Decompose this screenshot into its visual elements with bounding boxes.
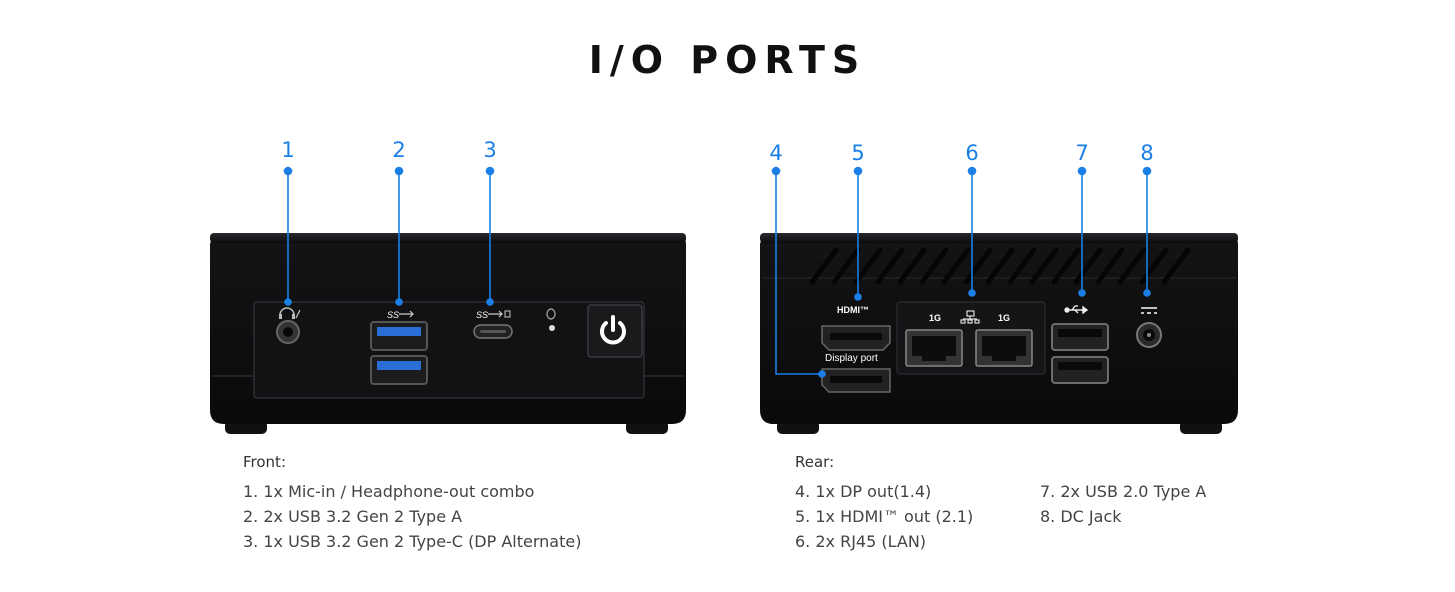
- lan-speed-label: 1G: [998, 313, 1010, 323]
- status-led: [549, 325, 555, 331]
- usb-superspeed-icon: SS: [476, 310, 511, 320]
- dc-power-icon: [1141, 307, 1157, 314]
- list-item: 6. 2x RJ45 (LAN): [795, 532, 927, 551]
- hdmi-label: HDMI™: [837, 305, 869, 315]
- rj45-port: [905, 329, 963, 367]
- rj45-port: [975, 329, 1033, 367]
- callout-4: 4: [769, 141, 783, 165]
- callout-3: 3: [483, 138, 497, 162]
- lan-speed-label: 1G: [929, 313, 941, 323]
- callout-2: 2: [392, 138, 406, 162]
- callout-6: 6: [965, 141, 979, 165]
- power-button: [587, 304, 643, 358]
- list-item: 3. 1x USB 3.2 Gen 2 Type-C (DP Alternate…: [243, 532, 582, 551]
- front-port-list: 1. 1x Mic-in / Headphone-out combo 2. 2x…: [243, 479, 581, 554]
- list-item: 8. DC Jack: [1040, 507, 1122, 526]
- page-title: I/O PORTS: [588, 38, 867, 82]
- power-icon: [600, 315, 626, 345]
- callout-1: 1: [281, 138, 295, 162]
- display-port-label: Display port: [825, 353, 878, 364]
- list-item: 2. 2x USB 3.2 Gen 2 Type A: [243, 507, 463, 526]
- front-panel: [253, 301, 645, 399]
- list-item: 1. 1x Mic-in / Headphone-out combo: [243, 482, 535, 501]
- network-icon: [960, 310, 980, 324]
- svg-text:SS: SS: [476, 310, 488, 320]
- callout-7: 7: [1075, 141, 1089, 165]
- list-item: 5. 1x HDMI™ out (2.1): [795, 507, 974, 526]
- svg-text:SS: SS: [387, 310, 399, 320]
- rear-port-list-col2: 7. 2x USB 2.0 Type A 8. DC Jack: [1040, 479, 1206, 529]
- list-item: 7. 2x USB 2.0 Type A: [1040, 482, 1207, 501]
- rear-device: HDMI™ Display port 1G 1G: [760, 233, 1238, 434]
- usb-icon: [1064, 305, 1089, 315]
- list-item: 4. 1x DP out(1.4): [795, 482, 932, 501]
- front-device: SS SS: [210, 233, 686, 434]
- rear-heading: Rear:: [795, 453, 835, 471]
- front-heading: Front:: [243, 453, 286, 471]
- rear-port-list-col1: 4. 1x DP out(1.4) 5. 1x HDMI™ out (2.1) …: [795, 479, 973, 554]
- headphone-mic-icon: [279, 307, 301, 319]
- callout-5: 5: [851, 141, 865, 165]
- callout-lines: [283, 166, 1152, 378]
- usb-superspeed-icon: SS: [387, 310, 414, 320]
- vent-grille: [809, 247, 1191, 285]
- callout-8: 8: [1140, 141, 1154, 165]
